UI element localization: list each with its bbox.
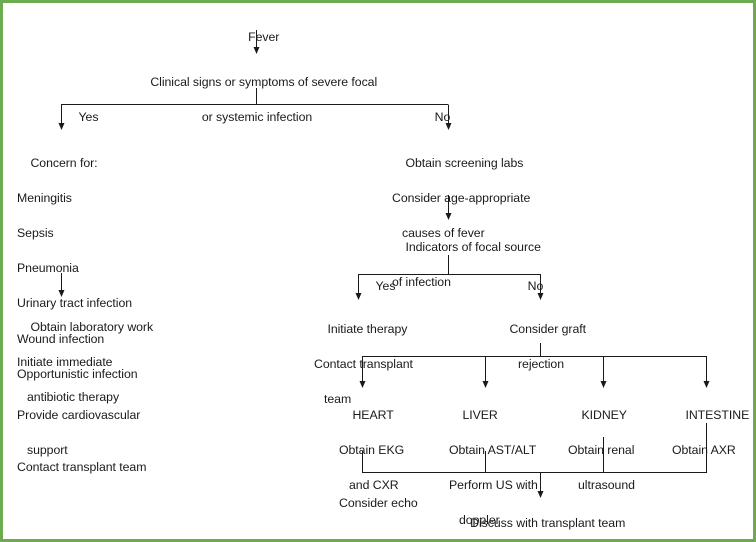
- node-conclusion: Discuss with transplant team possible ad…: [430, 497, 652, 539]
- edge-label-decision1-no: No: [421, 96, 451, 138]
- node-consider-graft-rejection: Consider graft rejection: [481, 303, 601, 391]
- therapy-line-3: team: [324, 391, 352, 406]
- organ-liver-title: LIVER: [462, 407, 498, 422]
- screening-line-1: Obtain screening labs: [405, 155, 524, 170]
- edge-label-decision2-yes: Yes: [362, 265, 396, 307]
- conclusion-line-1: Discuss with transplant team: [470, 515, 626, 530]
- organ-kidney-line-2: ultrasound: [578, 477, 635, 492]
- organ-kidney-line-1: Obtain renal: [568, 442, 635, 457]
- edge-label-decision1-yes: Yes: [65, 96, 99, 138]
- screening-line-3: causes of fever: [402, 225, 485, 240]
- organ-liver-line-1: Obtain AST/ALT: [449, 442, 537, 457]
- concern-line-2: Meningitis: [17, 190, 72, 205]
- organ-liver-line-2: Perform US with: [449, 477, 538, 492]
- concern-line-3: Sepsis: [17, 225, 54, 240]
- organ-heart-line-1: Obtain EKG: [339, 442, 405, 457]
- rejection-line-2: rejection: [517, 356, 565, 371]
- therapy-line-2: Contact transplant: [314, 356, 413, 371]
- organ-intestine-title: INTESTINE: [685, 407, 750, 422]
- node-organ-liver: LIVER Obtain AST/ALT Perform US with dop…: [449, 389, 579, 539]
- node-organ-intestine: INTESTINE Obtain AXR: [672, 389, 753, 477]
- decision-1-line-2: or systemic infection: [201, 109, 313, 124]
- edge-label-yes-text: Yes: [78, 110, 99, 124]
- organ-kidney-title: KIDNEY: [581, 407, 627, 422]
- organ-intestine-line-1: Obtain AXR: [672, 442, 736, 457]
- screening-line-2: Consider age-appropriate: [392, 190, 531, 205]
- action-line-6: Contact transplant team: [17, 460, 147, 475]
- organ-liver-line-3: doppler: [459, 513, 500, 528]
- edge-label-no-text: No: [434, 110, 451, 124]
- organ-heart-title: HEART: [352, 407, 394, 422]
- concern-line-7: Opportunistic infection: [17, 366, 138, 381]
- concern-line-6: Wound infection: [17, 331, 105, 346]
- node-initiate-therapy: Initiate therapy Contact transplant team: [314, 303, 474, 444]
- organ-heart-line-3: Consider echo: [339, 495, 418, 510]
- decision-2-line-2: of infection: [392, 274, 451, 289]
- action-line-3: antibiotic therapy: [27, 389, 120, 404]
- therapy-line-1: Initiate therapy: [327, 321, 408, 336]
- decision-2-line-1: Indicators of focal source: [405, 239, 541, 254]
- node-organ-heart: HEART Obtain EKG and CXR Consider echo: [339, 389, 459, 530]
- action-line-5: support: [27, 442, 68, 457]
- node-organ-kidney: KIDNEY Obtain renal ultrasound: [568, 389, 688, 530]
- rejection-line-1: Consider graft: [509, 321, 586, 336]
- action-line-2: Initiate immediate: [17, 354, 113, 369]
- concern-line-4: Pneumonia: [17, 261, 79, 276]
- node-decision-focal-source: Indicators of focal source of infection: [392, 221, 612, 309]
- concern-line-5: Urinary tract infection: [17, 296, 133, 311]
- edge-label-yes2-text: Yes: [375, 279, 396, 293]
- node-concern-list: Concern for: Meningitis Sepsis Pneumonia…: [17, 137, 257, 401]
- node-decision-severe-infection: Clinical signs or symptoms of severe foc…: [127, 56, 387, 144]
- node-fever-label: Fever: [248, 29, 280, 44]
- organ-heart-line-2: and CXR: [349, 477, 399, 492]
- edge-label-decision2-no: No: [514, 265, 544, 307]
- action-line-1: Obtain laboratory work: [30, 319, 154, 334]
- node-fever: Fever: [207, 11, 307, 64]
- node-screening-labs: Obtain screening labs Consider age-appro…: [392, 137, 612, 278]
- edge-label-no2-text: No: [527, 279, 544, 293]
- decision-1-line-1: Clinical signs or symptoms of severe foc…: [150, 74, 378, 89]
- action-line-4: Provide cardiovascular: [17, 407, 141, 422]
- concern-line-1: Concern for:: [30, 155, 98, 170]
- node-initial-management: Obtain laboratory work Initiate immediat…: [17, 301, 257, 495]
